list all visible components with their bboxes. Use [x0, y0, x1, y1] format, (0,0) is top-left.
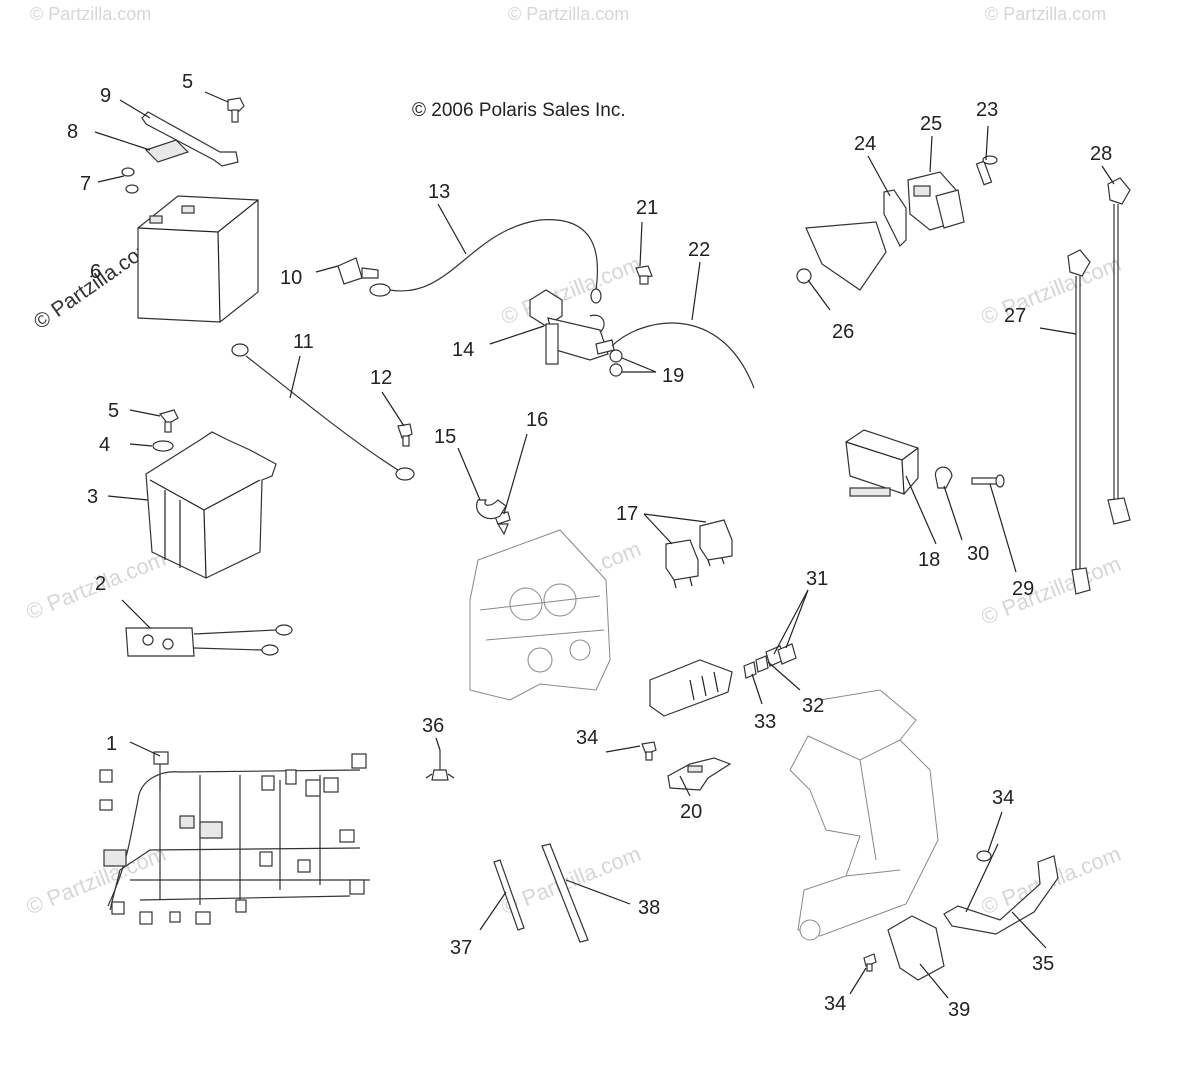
watermark: © Partzilla.com [508, 4, 629, 24]
leader-lines [94, 91, 1115, 999]
callout-29: 29 [1012, 578, 1034, 600]
part-30-clip [934, 466, 953, 489]
part-35-mounting-bracket [943, 855, 1059, 935]
part-5-screw-lower [158, 409, 179, 433]
callout-19: 19 [662, 365, 684, 387]
callout-33: 33 [754, 711, 776, 733]
part-15-cable-clamp [476, 499, 507, 520]
callout-23: 23 [976, 99, 998, 121]
callout-13: 13 [428, 181, 450, 203]
callout-27: 27 [1004, 305, 1026, 327]
callout-7: 7 [80, 173, 91, 195]
callout-16: 16 [526, 409, 548, 431]
callout-17: 17 [616, 503, 638, 525]
callout-20: 20 [680, 801, 702, 823]
part-34-screw-right [976, 850, 992, 862]
callout-26: 26 [832, 321, 854, 343]
part-25-relay-block [907, 171, 965, 231]
callout-18: 18 [918, 549, 940, 571]
callout-31: 31 [806, 568, 828, 590]
part-39-cover [887, 915, 945, 981]
watermark: © Partzilla.com [30, 4, 151, 24]
fuse-holder [649, 659, 733, 717]
part-7-bolt-washer [121, 167, 139, 194]
part-18-control-module [845, 429, 919, 497]
part-31-fuses [765, 643, 797, 667]
part-34-screw-lower [863, 953, 877, 972]
part-36-push-pin [425, 750, 455, 781]
callout-30: 30 [967, 543, 989, 565]
part-33-fuse [743, 661, 757, 679]
callout-8: 8 [67, 121, 78, 143]
part-29-bolt [971, 474, 1005, 488]
part-12-screw [397, 423, 413, 447]
part-19-nuts [609, 349, 623, 377]
callout-11: 11 [293, 331, 314, 353]
part-13-battery-cable [369, 219, 602, 304]
part-6-battery [137, 195, 259, 323]
frame-main [789, 689, 939, 941]
callout-1: 1 [106, 733, 117, 755]
callout-2: 2 [95, 573, 106, 595]
callout-4: 4 [99, 434, 110, 456]
part-9-hold-down-bracket [141, 111, 239, 167]
callout-5-upper: 5 [182, 71, 193, 93]
part-28-cable [1107, 177, 1131, 525]
part-5-screw-top [227, 97, 245, 123]
callout-21: 21 [636, 197, 658, 219]
callout-9: 9 [100, 85, 111, 107]
callout-34-lower: 34 [824, 993, 846, 1015]
part-3-battery-box [145, 431, 277, 579]
callout-35: 35 [1032, 953, 1054, 975]
callout-12: 12 [370, 367, 392, 389]
watermark: © Partzilla.com [978, 251, 1125, 330]
callout-3: 3 [87, 486, 98, 508]
part-32-fuse [755, 655, 769, 673]
callout-28: 28 [1090, 143, 1112, 165]
callout-34-right: 34 [992, 787, 1014, 809]
part-8-decal [144, 139, 190, 163]
part-20-bracket [667, 757, 732, 791]
callout-10: 10 [280, 267, 302, 289]
callout-5-lower: 5 [108, 400, 119, 422]
copyright-text: © 2006 Polaris Sales Inc. [412, 100, 626, 121]
part-1-wiring-harness [99, 751, 370, 925]
part-14-starter-solenoid [529, 289, 609, 365]
callout-34-upper: 34 [576, 727, 598, 749]
callout-32: 32 [802, 695, 824, 717]
callout-37: 37 [450, 937, 472, 959]
part-2-cable-bracket [125, 624, 293, 657]
part-21-fastener [635, 265, 653, 285]
callout-24: 24 [854, 133, 876, 155]
callout-6: 6 [90, 261, 101, 283]
callout-36: 36 [422, 715, 444, 737]
watermark: © Partzilla.com [498, 251, 645, 330]
callout-22: 22 [688, 239, 710, 261]
part-10-terminal-boot [337, 257, 379, 285]
part-22-starter-cable [595, 322, 755, 389]
callout-15: 15 [434, 426, 456, 448]
part-34-screw-upper [641, 741, 657, 761]
part-23-bolt [975, 155, 998, 186]
callout-39: 39 [948, 999, 970, 1021]
callout-38: 38 [638, 897, 660, 919]
watermark: © Partzilla.com [985, 4, 1106, 24]
callout-labels: 1 2 3 4 5 5 6 7 8 9 10 11 12 13 14 15 16… [67, 71, 1112, 1021]
part-38-cable-tie [541, 843, 589, 943]
frame-bulkhead [469, 529, 611, 701]
part-27-cable [1067, 249, 1091, 595]
part-4-washer [152, 440, 174, 452]
part-24-mounting-plate [805, 189, 907, 291]
part-26-nut [796, 268, 812, 284]
part-11-ground-cable [231, 343, 415, 481]
callout-25: 25 [920, 113, 942, 135]
part-37-cable-tie [493, 859, 525, 931]
callout-14: 14 [452, 339, 474, 361]
watermark: © Partzilla.com [978, 551, 1125, 630]
part-17-relays [665, 519, 733, 589]
